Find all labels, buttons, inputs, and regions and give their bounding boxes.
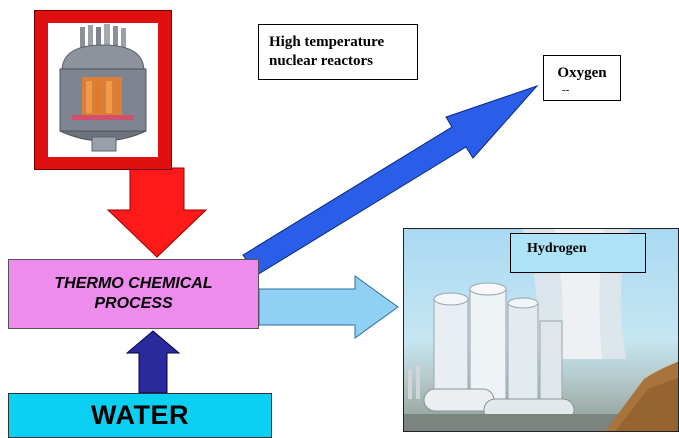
water-box: WATER — [8, 393, 272, 438]
reactor-label-text: High temperature nuclear reactors — [269, 34, 385, 69]
oxygen-label-text: Oxygen — [557, 65, 607, 81]
process-box: THERMO CHEMICAL PROCESS — [8, 259, 259, 329]
oxygen-label-mark: -- — [562, 84, 570, 96]
hydrogen-label-text: Hydrogen — [527, 241, 587, 256]
oxygen-label: Oxygen -- — [543, 55, 621, 101]
reactor-label: High temperature nuclear reactors — [258, 24, 418, 80]
water-arrow — [125, 330, 181, 394]
reactor-image-frame — [34, 10, 172, 170]
heat-arrow — [106, 167, 208, 258]
water-label: WATER — [91, 400, 189, 430]
reactor-illustration — [59, 24, 147, 152]
hydrogen-arrow — [258, 275, 399, 339]
oxygen-arrow — [242, 84, 539, 276]
reactor-image — [48, 23, 158, 157]
process-label: THERMO CHEMICAL PROCESS — [54, 275, 213, 312]
hydrogen-label: Hydrogen — [510, 233, 646, 273]
